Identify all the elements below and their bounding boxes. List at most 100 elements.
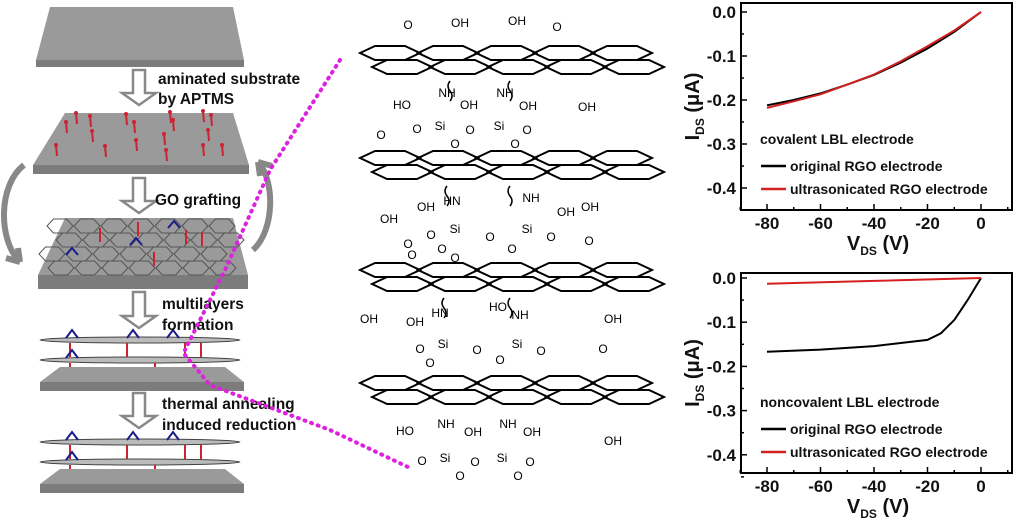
callout-line-bottom (183, 353, 412, 470)
x-tick-label: -40 (862, 477, 887, 496)
legend-entry: original RGO electrode (790, 421, 943, 437)
atom-label-o: O (525, 455, 534, 469)
alkyl-chain (507, 185, 513, 207)
graphene-hexagon (136, 232, 164, 248)
alkyl-chain (507, 80, 513, 102)
graphene-hexagon (92, 246, 120, 262)
atom-label-oh: OH (604, 312, 622, 326)
reduced-multilayer-base-top (40, 469, 244, 484)
aromatic-ring (427, 276, 493, 292)
epoxy-group (65, 450, 79, 461)
cycle-arrow-left-icon (1, 162, 27, 265)
amine-head (88, 114, 92, 118)
graphene-hexagon (127, 218, 155, 234)
reduced-multilayer-sheet-top (39, 438, 241, 446)
x-tick-label: -20 (915, 477, 940, 496)
series-line-ultrasonicated (766, 277, 982, 285)
series-line-ultrasonicated (766, 11, 982, 109)
atom-label-o: O (403, 237, 412, 251)
atom-label-oh: OH (581, 200, 599, 214)
x-tick-label: -60 (808, 214, 833, 233)
legend-title: covalent LBL electrode (760, 131, 914, 147)
epoxy-group (126, 430, 140, 441)
aromatic-ring (543, 59, 609, 75)
atom-label-o: O (450, 137, 459, 151)
epoxy-group (65, 348, 79, 359)
x-axis-title: VDS (V) (847, 233, 909, 258)
aromatic-ring (357, 262, 423, 278)
atom-label-oh: OH (464, 425, 482, 439)
y-tick-label: -0.1 (707, 47, 736, 66)
step-4-label-line2: induced reduction (162, 417, 296, 434)
atom-label-o: O (495, 353, 504, 367)
aromatic-ring (589, 375, 655, 391)
y-tick-label: 0.0 (712, 3, 736, 22)
amine-head (54, 143, 58, 147)
amine-head (168, 110, 172, 114)
step-2-label: GO grafting (155, 192, 241, 209)
aromatic-ring (415, 262, 481, 278)
aromatic-ring (369, 389, 435, 405)
step-4-label-line1: thermal annealing (162, 396, 295, 413)
atom-label-o: O (513, 469, 522, 483)
graphene-hexagon (65, 246, 93, 262)
x-axis-title: VDS (V) (847, 496, 909, 521)
plot-frame (740, 2, 1013, 211)
legend-title: noncovalent LBL electrode (760, 394, 940, 410)
graphene-hexagon (154, 218, 182, 234)
aromatic-ring (601, 389, 667, 405)
epoxy-group (129, 236, 143, 246)
y-tick-label: -0.3 (707, 402, 736, 421)
aromatic-ring (473, 45, 539, 61)
aromatic-ring (601, 164, 667, 180)
aromatic-ring (485, 389, 551, 405)
graphene-hexagon (128, 260, 156, 276)
epoxy-group (166, 430, 180, 441)
epoxy-group (65, 328, 79, 339)
atom-label-oh: OH (523, 425, 541, 439)
aromatic-ring (531, 375, 597, 391)
aromatic-ring (531, 262, 597, 278)
atom-label-o: O (455, 469, 464, 483)
plot-frame (740, 272, 1013, 474)
multilayer-base-top (40, 367, 244, 382)
substrate-layers (33, 7, 249, 493)
atom-label-si: Si (522, 222, 533, 236)
alkyl-chain (441, 297, 447, 319)
aromatic-ring (485, 276, 551, 292)
graphene-hexagon (73, 218, 101, 234)
amine-head (132, 120, 136, 124)
amine-head (209, 113, 213, 117)
legend-entry: ultrasonicated RGO electrode (790, 444, 988, 460)
atom-label-oh: OH (604, 434, 622, 448)
atom-label-si: Si (440, 451, 451, 465)
atom-label-o: O (507, 242, 516, 256)
alkyl-chain (507, 297, 513, 319)
aromatic-ring (415, 45, 481, 61)
step-1-label-line2: by APTMS (158, 91, 234, 108)
graphene-hexagon (101, 260, 129, 276)
atom-label-oh: OH (360, 312, 378, 326)
graphene-hexagon (208, 218, 236, 234)
series-line-original (766, 277, 982, 353)
y-tick-label: -0.3 (707, 135, 736, 154)
atom-label-o: O (417, 454, 426, 468)
multilayer-sheet-bottom (39, 356, 241, 364)
amine-head (90, 129, 94, 133)
aromatic-ring (531, 45, 597, 61)
atom-label-oh: OH (519, 99, 537, 113)
epoxy-group (167, 219, 181, 229)
amine-head (74, 111, 78, 115)
amine-head (103, 144, 107, 148)
y-tick-label: -0.4 (707, 179, 737, 198)
atom-label-o: O (598, 342, 607, 356)
atom-label-hn: HN (431, 306, 448, 320)
atom-label-o: O (552, 20, 561, 34)
y-axis-title: IDS (μA) (682, 339, 707, 407)
alkyl-chain (447, 80, 453, 102)
epoxy-group (166, 328, 180, 339)
amine-head (124, 112, 128, 116)
atom-label-oh: OH (451, 16, 469, 30)
substrate-aminated-top (33, 113, 249, 165)
